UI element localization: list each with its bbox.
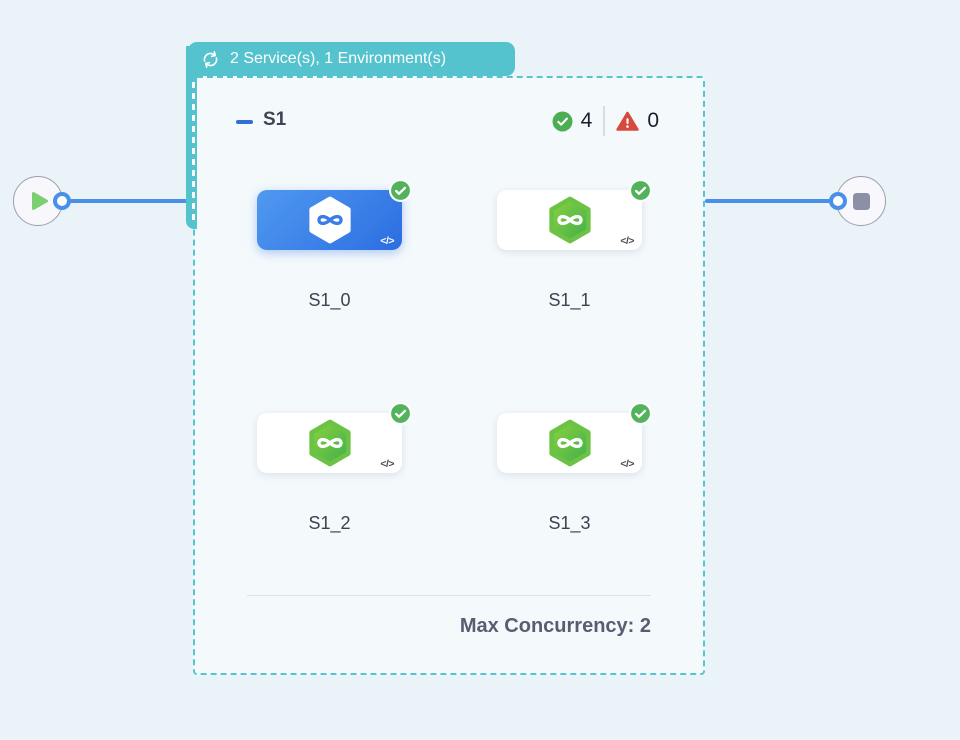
- code-icon: </>: [380, 458, 394, 470]
- service-card-s1-2[interactable]: </>: [257, 402, 412, 473]
- loop-icon: [200, 49, 221, 70]
- success-badge-icon: [389, 179, 412, 202]
- edge-start-to-stage: [62, 199, 188, 203]
- service-card-s1-0[interactable]: </>: [257, 179, 412, 250]
- service-hexagon-icon: [548, 196, 592, 244]
- max-concurrency-label: Max Concurrency: 2: [459, 615, 651, 637]
- count-divider: [603, 106, 606, 136]
- service-label-s1-1: S1_1: [548, 290, 591, 310]
- end-connector-dot[interactable]: [829, 192, 847, 210]
- success-badge-icon: [629, 179, 652, 202]
- play-icon: [32, 192, 48, 210]
- service-hexagon-icon: [548, 419, 592, 467]
- status-counts: 4 0: [552, 106, 659, 136]
- success-count: 4: [580, 109, 593, 132]
- success-badge-icon: [629, 402, 652, 425]
- matrix-header: S1 4 0: [195, 104, 703, 140]
- stage-title: S1: [263, 109, 287, 130]
- minus-icon: [235, 120, 253, 124]
- services-environments-badge[interactable]: 2 Service(s), 1 Environment(s): [188, 42, 515, 76]
- code-icon: </>: [620, 458, 634, 470]
- service-label-s1-2: S1_2: [308, 513, 351, 533]
- service-label-s1-3: S1_3: [548, 513, 591, 533]
- success-badge-icon: [389, 402, 412, 425]
- collapse-button[interactable]: [231, 110, 257, 134]
- service-hexagon-icon: [308, 419, 352, 467]
- edge-stage-to-end: [705, 199, 833, 203]
- service-card-s1-1[interactable]: </>: [497, 179, 652, 250]
- service-label-s1-0: S1_0: [308, 290, 351, 310]
- code-icon: </>: [380, 235, 394, 247]
- stage-accent-bar: [186, 46, 197, 229]
- service-card-s1-3[interactable]: </>: [497, 402, 652, 473]
- success-check-icon: [552, 111, 573, 132]
- footer-divider: [247, 595, 651, 596]
- stage-matrix-container: S1 4 0: [193, 76, 705, 675]
- code-icon: </>: [620, 235, 634, 247]
- error-count: 0: [647, 109, 659, 132]
- badge-label: 2 Service(s), 1 Environment(s): [230, 50, 447, 67]
- service-hexagon-icon: [308, 196, 352, 244]
- error-warning-icon: [616, 111, 640, 132]
- stop-icon: [852, 192, 870, 210]
- start-connector-dot[interactable]: [53, 192, 71, 210]
